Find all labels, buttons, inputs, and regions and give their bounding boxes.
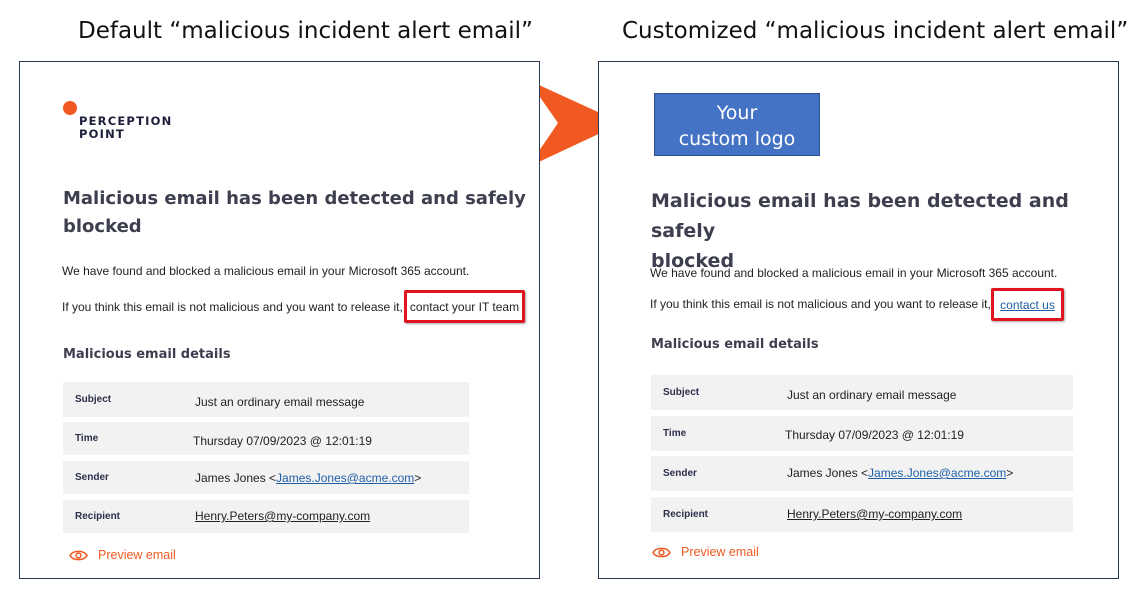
release-text: If you think this email is not malicious… <box>62 300 403 314</box>
details-row-subject: Subject Just an ordinary email message <box>63 382 469 417</box>
row-label: Sender <box>663 468 697 479</box>
details-title: Malicious email details <box>651 337 819 352</box>
details-row-recipient: Recipient Henry.Peters@my-company.com <box>63 500 469 533</box>
perception-point-logo: PERCEPTION POINT <box>79 115 172 141</box>
email-headline: Malicious email has been detected and sa… <box>651 186 1118 276</box>
row-value: James Jones <James.Jones@acme.com> <box>195 471 421 485</box>
row-label: Subject <box>75 394 112 405</box>
details-row-subject: Subject Just an ordinary email message <box>651 375 1073 410</box>
default-caption: Default “malicious incident alert email” <box>78 18 533 44</box>
row-value: Just an ordinary email message <box>195 395 365 409</box>
customized-caption: Customized “malicious incident alert ema… <box>622 18 1129 44</box>
sender-name: James Jones < <box>195 471 277 485</box>
contact-us-link[interactable]: contact us <box>1000 297 1055 312</box>
details-row-sender: Sender James Jones <James.Jones@acme.com… <box>651 456 1073 491</box>
custom-logo-line-1: Your <box>716 102 758 124</box>
details-row-time: Time Thursday 07/09/2023 @ 12:01:19 <box>651 416 1073 451</box>
headline-line-1: Malicious email has been detected and sa… <box>651 190 1069 242</box>
intro-text: We have found and blocked a malicious em… <box>62 264 470 278</box>
sender-email-link[interactable]: James.Jones@acme.com <box>276 471 415 485</box>
perception-point-logo-dot <box>63 101 77 115</box>
eye-icon <box>69 549 88 562</box>
preview-email-button[interactable]: Preview email <box>69 546 176 564</box>
preview-email-label: Preview email <box>681 545 759 559</box>
logo-line-2: POINT <box>79 127 125 141</box>
row-value: Just an ordinary email message <box>787 388 957 402</box>
sender-email-link[interactable]: James.Jones@acme.com <box>868 466 1007 480</box>
row-label: Time <box>663 428 687 439</box>
sender-name: James Jones < <box>787 466 869 480</box>
details-title: Malicious email details <box>63 347 231 362</box>
details-row-sender: Sender James Jones <James.Jones@acme.com… <box>63 461 469 494</box>
details-row-time: Time Thursday 07/09/2023 @ 12:01:19 <box>63 422 469 455</box>
recipient-email-link[interactable]: Henry.Peters@my-company.com <box>195 509 371 523</box>
row-label: Recipient <box>75 511 121 522</box>
logo-line-1: PERCEPTION <box>79 114 173 128</box>
row-value: Thursday 07/09/2023 @ 12:01:19 <box>193 434 372 448</box>
headline-line-2: blocked <box>651 250 735 272</box>
intro-text: We have found and blocked a malicious em… <box>650 266 1058 280</box>
row-value: Thursday 07/09/2023 @ 12:01:19 <box>785 428 964 442</box>
sender-suffix: > <box>1006 466 1014 480</box>
custom-logo-placeholder: Your custom logo <box>654 93 820 156</box>
row-label: Recipient <box>663 509 709 520</box>
email-headline: Malicious email has been detected and sa… <box>63 185 526 241</box>
release-text: If you think this email is not malicious… <box>650 297 991 311</box>
release-link-highlight: contact us <box>991 288 1064 321</box>
recipient-email-link[interactable]: Henry.Peters@my-company.com <box>787 507 963 521</box>
contact-it-team-link[interactable]: contact your IT team <box>409 299 520 314</box>
row-label: Sender <box>75 472 109 483</box>
default-email-panel: PERCEPTION POINT Malicious email has bee… <box>19 61 540 579</box>
details-row-recipient: Recipient Henry.Peters@my-company.com <box>651 497 1073 532</box>
preview-email-button[interactable]: Preview email <box>652 543 759 561</box>
row-value: James Jones <James.Jones@acme.com> <box>787 466 1013 480</box>
custom-logo-line-2: custom logo <box>678 128 796 150</box>
sender-suffix: > <box>414 471 422 485</box>
customized-email-panel: Your custom logo Malicious email has bee… <box>598 61 1119 579</box>
row-label: Subject <box>663 387 700 398</box>
release-link-highlight: contact your IT team <box>404 290 525 323</box>
headline-line-1: Malicious email has been detected and sa… <box>63 188 526 209</box>
preview-email-label: Preview email <box>98 548 176 562</box>
eye-icon <box>652 546 671 559</box>
row-label: Time <box>75 433 99 444</box>
headline-line-2: blocked <box>63 216 142 237</box>
